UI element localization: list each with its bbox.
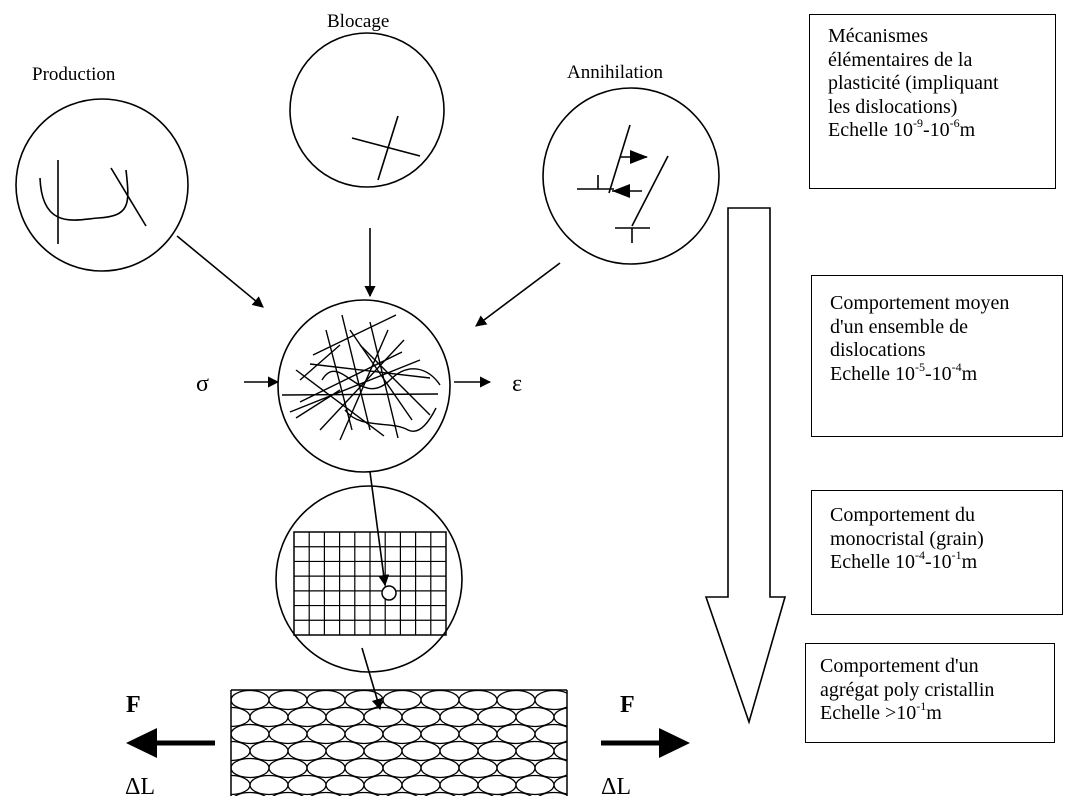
scale-range-3: Echelle 10-4-10-1m: [830, 548, 978, 573]
production-arrow: [176, 235, 264, 308]
production-label: Production: [32, 64, 116, 85]
scale-range-1: Echelle 10-9-10-6m: [828, 116, 976, 141]
blocage-mechanism: [289, 32, 445, 188]
force-left-label: F: [126, 692, 141, 718]
annihilation-label: Annihilation: [567, 62, 664, 83]
force-right-label: F: [620, 692, 635, 718]
monocrystal-grain: [275, 485, 463, 673]
strain-epsilon-label: ε: [512, 371, 522, 397]
grain-to-aggregate-arrow: [361, 647, 383, 711]
dislocation-ensemble-box: Comportement moyen d'un ensemble de disl…: [811, 275, 1063, 437]
dislocation-ensemble: [277, 299, 451, 473]
annihilation-mechanism: [542, 87, 720, 265]
annihilation-arrow: [475, 262, 561, 327]
monocrystal-box: Comportement du monocristal (grain) Eche…: [811, 490, 1063, 615]
elementary-mechanisms-box: Mécanismes élémentaires de la plasticité…: [809, 14, 1056, 189]
scale-increase-arrow: [704, 207, 787, 725]
scale-range-2: Echelle 10-5-10-4m: [830, 359, 978, 385]
blocage-label: Blocage: [327, 11, 389, 32]
force-right-arrow: [659, 728, 690, 758]
scale-range-4: Echelle >10-1m: [820, 699, 942, 724]
polycrystal-aggregate: [230, 689, 568, 796]
stress-sigma-label: σ: [196, 371, 209, 397]
elongation-left-label: ΔL: [125, 774, 155, 796]
ensemble-to-grain-arrow: [369, 471, 390, 587]
production-mechanism: [15, 98, 189, 272]
polycrystal-box: Comportement d'un agrégat poly cristalli…: [805, 643, 1055, 743]
elongation-right-label: ΔL: [601, 774, 631, 796]
force-left-arrow: [126, 728, 157, 758]
